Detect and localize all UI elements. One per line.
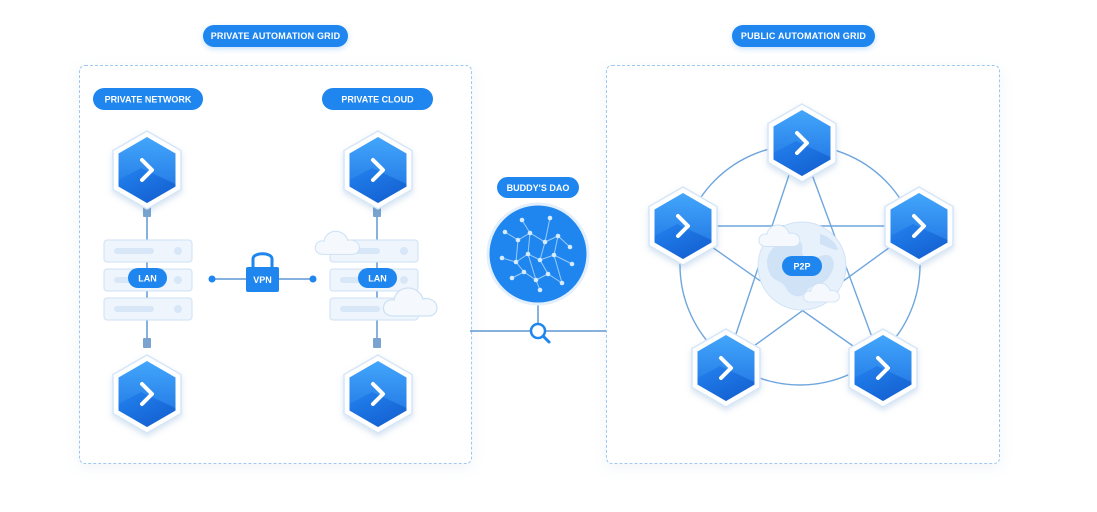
buddy-node-icon xyxy=(849,329,917,407)
buddy-node-icon xyxy=(649,187,717,265)
p2p-label: P2P xyxy=(793,262,810,272)
private-network-label: PRIVATE NETWORK xyxy=(105,95,192,105)
buddy-node-icon xyxy=(344,131,412,209)
private-cloud-label: PRIVATE CLOUD xyxy=(341,95,414,105)
cloud-icon xyxy=(382,287,438,317)
lan-label: LAN xyxy=(138,274,157,284)
buddy-node-icon xyxy=(692,329,760,407)
buddy-node-icon xyxy=(344,355,412,433)
buddys-dao-badge xyxy=(497,177,579,198)
vpn-label: VPN xyxy=(253,275,272,285)
cloud-icon xyxy=(314,230,360,255)
padlock-icon xyxy=(246,252,279,292)
magnifier-icon xyxy=(529,322,551,344)
lan-badge xyxy=(128,268,167,288)
buddy-node-icon xyxy=(113,131,181,209)
lan-badge xyxy=(358,268,397,288)
public-automation-grid-title: PUBLIC AUTOMATION GRID xyxy=(732,25,875,47)
lan-label: LAN xyxy=(368,274,387,284)
buddys-dao-label: BUDDY'S DAO xyxy=(507,183,570,193)
buddy-node-icon xyxy=(885,187,953,265)
network-graph-icon xyxy=(486,202,590,306)
private-cloud-badge xyxy=(322,88,433,110)
private-network-badge xyxy=(93,88,203,110)
private-automation-grid-title: PRIVATE AUTOMATION GRID xyxy=(203,25,348,47)
buddy-node-icon xyxy=(768,104,836,182)
p2p-badge xyxy=(782,256,822,276)
buddy-node-icon xyxy=(113,355,181,433)
